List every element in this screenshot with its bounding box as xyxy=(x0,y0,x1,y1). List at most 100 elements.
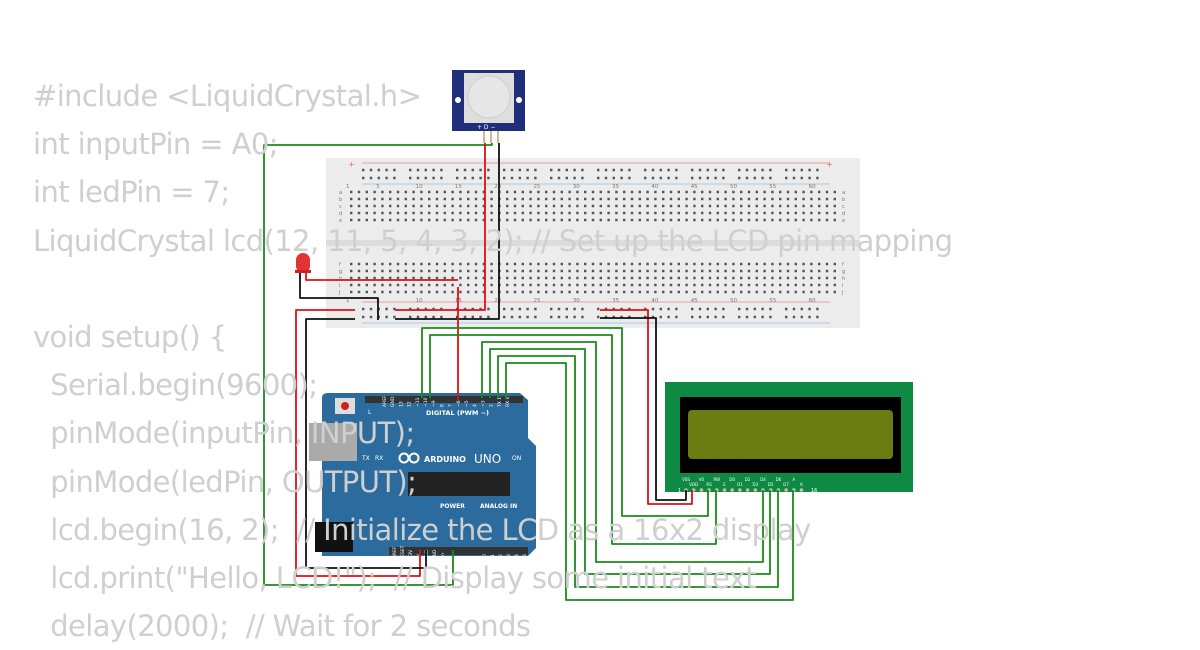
column-number: 35 xyxy=(612,184,619,190)
column-number: 25 xyxy=(534,298,541,304)
pin-label: ~6 xyxy=(456,400,462,407)
wire-lcd-vdd xyxy=(600,309,693,505)
pin-label: A3 xyxy=(506,554,512,560)
pin-label: RX 0 xyxy=(505,396,511,407)
column-number: 20 xyxy=(494,184,501,190)
pin-label: A5 xyxy=(522,554,528,560)
column-number: 10 xyxy=(416,184,423,190)
pin-label: IOREF xyxy=(392,546,398,560)
column-number: 35 xyxy=(612,298,619,304)
lcd-pin[interactable] xyxy=(699,488,704,492)
lcd-pin[interactable] xyxy=(784,488,788,492)
pin-label: 3.3V xyxy=(408,549,414,560)
pin-label: 2 xyxy=(489,404,495,407)
rail-plus-label: + xyxy=(348,160,355,169)
pin-label: GND xyxy=(432,549,438,560)
lcd-pin[interactable] xyxy=(722,488,727,492)
wire-lcd-d7 xyxy=(505,362,794,601)
pir-sensor[interactable]: + D − xyxy=(452,70,525,143)
column-number: 40 xyxy=(651,184,658,190)
pin-label: A4 xyxy=(514,554,520,560)
column-number: 55 xyxy=(769,184,776,190)
lcd-pin-label: D7 xyxy=(783,482,789,487)
row-letter: j xyxy=(338,290,340,296)
column-number: 50 xyxy=(730,298,737,304)
pin-label: GND xyxy=(424,549,430,560)
digital-label: DIGITAL (PWM ~) xyxy=(426,409,489,417)
pin-label: 13 xyxy=(398,401,404,407)
pin-label: AREF xyxy=(382,395,388,407)
row-letter: b xyxy=(842,197,845,203)
power-label: POWER xyxy=(440,503,465,510)
wire-pir-gnd xyxy=(395,143,500,320)
column-number: 5 xyxy=(376,184,380,190)
pin-label: 7 xyxy=(448,404,454,407)
wire-led-anode xyxy=(305,273,458,281)
arduino-uno[interactable]: DIGITAL (PWM ~) ARDUINO UNO L TX RX ON P… xyxy=(309,393,536,560)
row-letter: e xyxy=(339,218,342,224)
column-number: 1 xyxy=(346,184,350,190)
lcd-pin-label: VDD xyxy=(689,482,698,487)
row-letter: j xyxy=(841,290,843,296)
wire-lcd-d4 xyxy=(481,341,764,563)
lcd-screen xyxy=(688,410,893,459)
digital-header xyxy=(365,396,523,403)
lcd-pin-last: 16 xyxy=(811,488,817,494)
rail-plus-label: + xyxy=(826,160,833,169)
wire-lcd-rs xyxy=(421,327,709,517)
row-letter: h xyxy=(842,276,845,282)
pin-label: ~9 xyxy=(431,400,437,407)
pin-label: TX 1 xyxy=(497,397,503,408)
lcd-pin-label: D5 xyxy=(768,482,774,487)
lcd-pin-label: D1 xyxy=(737,482,743,487)
column-number: 15 xyxy=(455,184,462,190)
pin-label: 12 xyxy=(407,401,413,407)
row-letter: c xyxy=(842,204,845,210)
column-number: 20 xyxy=(494,298,501,304)
column-number: 30 xyxy=(573,298,580,304)
lcd-pin[interactable] xyxy=(738,488,742,492)
pin-label: ~10 xyxy=(423,397,429,407)
usb-port xyxy=(309,423,357,461)
row-letter: a xyxy=(842,190,845,196)
led-label-on: ON xyxy=(512,455,521,462)
lcd-pin-label: RW xyxy=(714,477,721,482)
red-led[interactable] xyxy=(295,253,311,273)
row-letter: i xyxy=(339,283,340,289)
column-number: 30 xyxy=(573,184,580,190)
analog-label: ANALOG IN xyxy=(480,503,517,510)
wire-pir-vcc xyxy=(395,143,486,311)
lcd-pin[interactable] xyxy=(745,488,750,492)
power-header xyxy=(389,547,471,555)
column-number: 60 xyxy=(809,298,816,304)
led-label-l: L xyxy=(368,409,372,416)
pin-label: ~3 xyxy=(480,400,486,407)
pin-label: A1 xyxy=(490,554,496,560)
row-letter: d xyxy=(842,211,845,217)
lcd-pin[interactable] xyxy=(753,488,758,492)
pin-label: A0 xyxy=(482,554,488,560)
column-number: 50 xyxy=(730,184,737,190)
breadboard-holes xyxy=(350,168,840,319)
wire-pir-out xyxy=(263,143,493,586)
row-letter: h xyxy=(339,276,342,282)
row-letter: i xyxy=(842,283,843,289)
microcontroller-chip xyxy=(408,472,510,496)
analog-header xyxy=(448,547,528,555)
lcd-pin[interactable] xyxy=(799,488,804,492)
led-label-tx: TX xyxy=(361,455,370,462)
lcd-pin-label: D4 xyxy=(760,477,766,482)
pin-label: 8 xyxy=(439,404,445,407)
lcd-pin-first: 1 xyxy=(678,488,681,494)
lcd-pin-label: D6 xyxy=(776,477,782,482)
lcd-pin-label: K xyxy=(800,482,803,487)
lcd-pin[interactable] xyxy=(730,488,734,492)
pin-label: ~11 xyxy=(415,397,421,407)
pin-label: Vin xyxy=(440,553,446,560)
wire-gnd xyxy=(305,318,427,569)
